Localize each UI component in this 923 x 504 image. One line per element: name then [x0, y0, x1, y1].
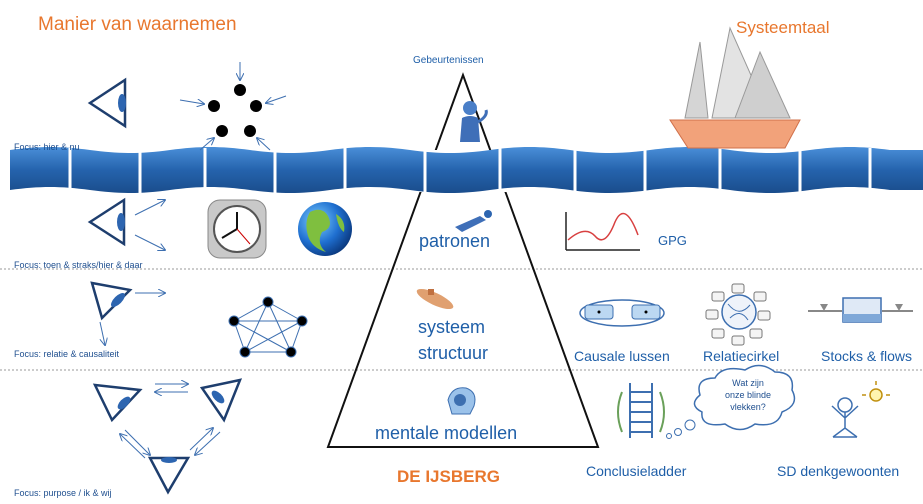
- level-patronen: patronen: [419, 231, 491, 251]
- eye-triangle-icon-3: [90, 281, 165, 345]
- thinking-heads-icon: [447, 387, 476, 415]
- thought-bubble-text: Wat zijn onze blinde vlekken?: [708, 377, 788, 413]
- stocks-flows-icon: [808, 297, 913, 323]
- sailboat-icon: [669, 26, 801, 149]
- label-gpg: GPG: [658, 233, 687, 248]
- thought-line-1: Wat zijn: [732, 378, 764, 388]
- bottom-title-ijsberg: DE IJSBERG: [397, 467, 500, 486]
- left-title: Manier van waarnemen: [38, 14, 237, 35]
- level-systeem: systeem: [418, 317, 486, 337]
- relation-circle-icon: [705, 283, 771, 346]
- label-relatiecirkel: Relatiecirkel: [703, 348, 780, 364]
- focus-label-1: Focus: hier & nu: [14, 142, 80, 152]
- submarine-icon: [416, 288, 454, 310]
- iceberg-triangle: [326, 72, 600, 448]
- level-mentale-modellen: mentale modellen: [375, 423, 518, 443]
- eye-triangle-icon-1: [87, 77, 127, 129]
- causal-loop-icon: [579, 299, 665, 327]
- thought-line-3: vlekken?: [730, 402, 766, 412]
- lightbulb-person-icon: [831, 381, 890, 438]
- right-title: Systeemtaal: [736, 18, 830, 37]
- diver-icon: [455, 210, 492, 232]
- clock-icon: [207, 199, 267, 259]
- focus-label-3: Focus: relatie & causaliteit: [14, 349, 120, 359]
- network-graph-icon: [228, 296, 308, 358]
- ladder-icon: [617, 383, 665, 438]
- eye-marks-bottom: [117, 390, 225, 463]
- thought-bubble: [666, 364, 796, 439]
- top-label-gebeurtenissen: Gebeurtenissen: [413, 55, 484, 66]
- exchange-arrows-bottom: [120, 384, 221, 459]
- focus-label-2: Focus: toen & straks/hier & daar: [14, 260, 143, 270]
- label-causale-lussen: Causale lussen: [574, 348, 670, 364]
- event-dots-icon: [179, 62, 287, 151]
- person-looking-icon: [460, 101, 488, 142]
- gpg-graph-icon: [565, 212, 640, 251]
- label-conclusieladder: Conclusieladder: [586, 463, 687, 479]
- water-wave-band: [0, 147, 923, 194]
- globe-icon: [298, 202, 352, 256]
- eye-triangle-icon-2: [87, 197, 165, 250]
- label-sd-denkgewoonten: SD denkgewoonten: [777, 463, 900, 479]
- level-structuur: structuur: [418, 343, 489, 363]
- thought-line-2: onze blinde: [724, 390, 772, 400]
- focus-label-4: Focus: purpose / ik & wij: [14, 488, 112, 498]
- label-stocks-flows: Stocks & flows: [821, 348, 913, 364]
